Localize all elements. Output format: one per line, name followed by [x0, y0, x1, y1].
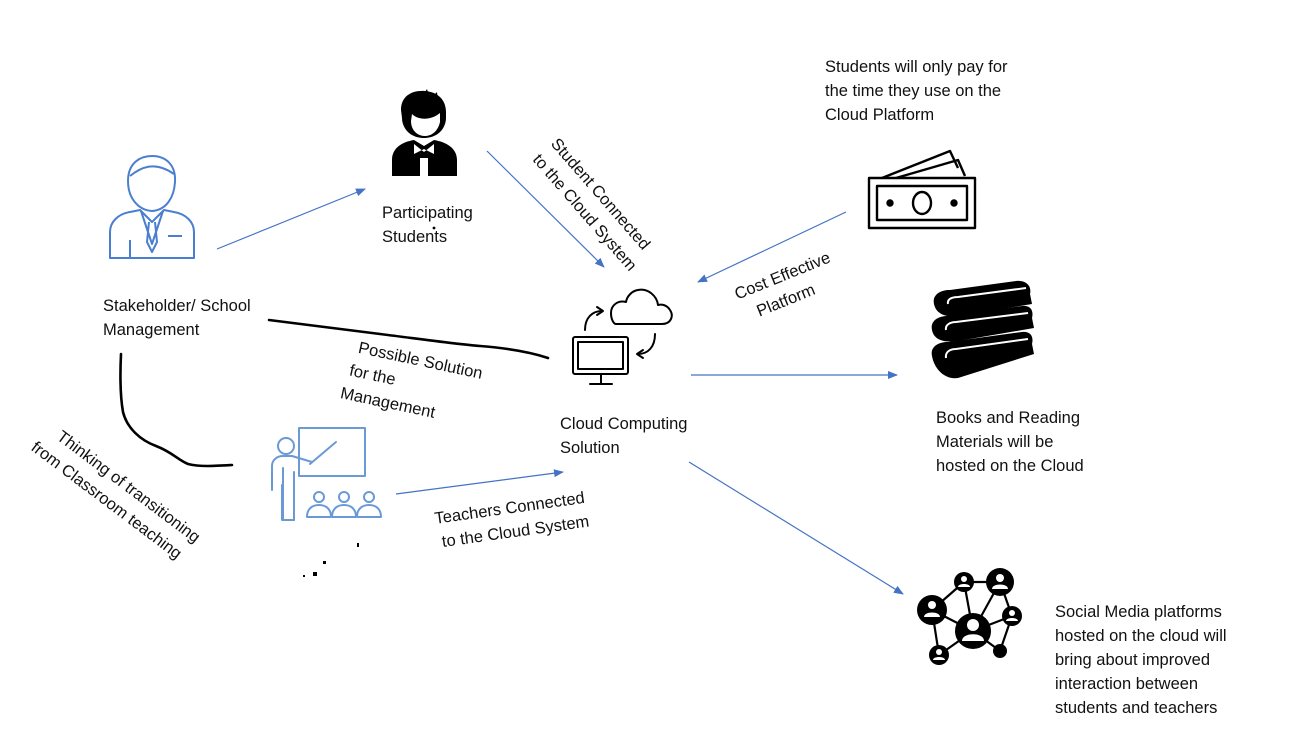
social-label-line: interaction between [1055, 675, 1199, 693]
money-note-line: the time they use on the [825, 82, 1002, 100]
cloud-computer-icon [572, 288, 673, 385]
stakeholder-label: Stakeholder/ School Management [103, 294, 251, 342]
students-label-line: Participating [382, 204, 473, 222]
books-label: Books and Reading Materials will be host… [936, 406, 1084, 478]
arrow-money-to-cloud [697, 211, 847, 283]
money-icon [867, 149, 977, 230]
social-label-line: hosted on the cloud will [1055, 627, 1227, 645]
social-label-line: students and teachers [1055, 699, 1218, 717]
cloud-label: Cloud Computing Solution [560, 412, 688, 460]
books-icon [931, 280, 1034, 379]
student-icon [392, 89, 457, 176]
social-network-icon [917, 568, 1022, 665]
stakeholder-label-line: Management [103, 321, 200, 339]
money-note-line: Students will only pay for [825, 58, 1008, 76]
arrow-students-to-cloud [486, 150, 605, 268]
teacher-board-icon [271, 427, 382, 521]
cloud-label-line: Cloud Computing [560, 415, 688, 433]
arrow-teachers-to-cloud [395, 469, 564, 495]
books-label-line: Books and Reading [936, 409, 1081, 427]
students-label-line: Students [382, 228, 448, 246]
social-label-line: bring about improved [1055, 651, 1211, 669]
arrow-cloud-to-social [688, 461, 904, 595]
money-note-line: Cloud Platform [825, 106, 935, 124]
arrow-stakeholder-to-students [216, 188, 366, 250]
students-label: Participating Students [382, 201, 473, 249]
stakeholder-label-line: Stakeholder/ School [103, 297, 251, 315]
books-label-line: Materials will be [936, 433, 1054, 451]
ink-stroke-solution [267, 318, 550, 360]
books-label-line: hosted on the Cloud [936, 457, 1084, 475]
money-note-label: Students will only pay for the time they… [825, 55, 1008, 127]
cloud-label-line: Solution [560, 439, 620, 457]
social-label-line: Social Media platforms [1055, 603, 1222, 621]
ink-specks [303, 226, 436, 577]
social-label: Social Media platforms hosted on the clo… [1055, 600, 1227, 720]
stakeholder-person-icon [109, 155, 195, 259]
ink-stroke-transition [119, 352, 234, 468]
